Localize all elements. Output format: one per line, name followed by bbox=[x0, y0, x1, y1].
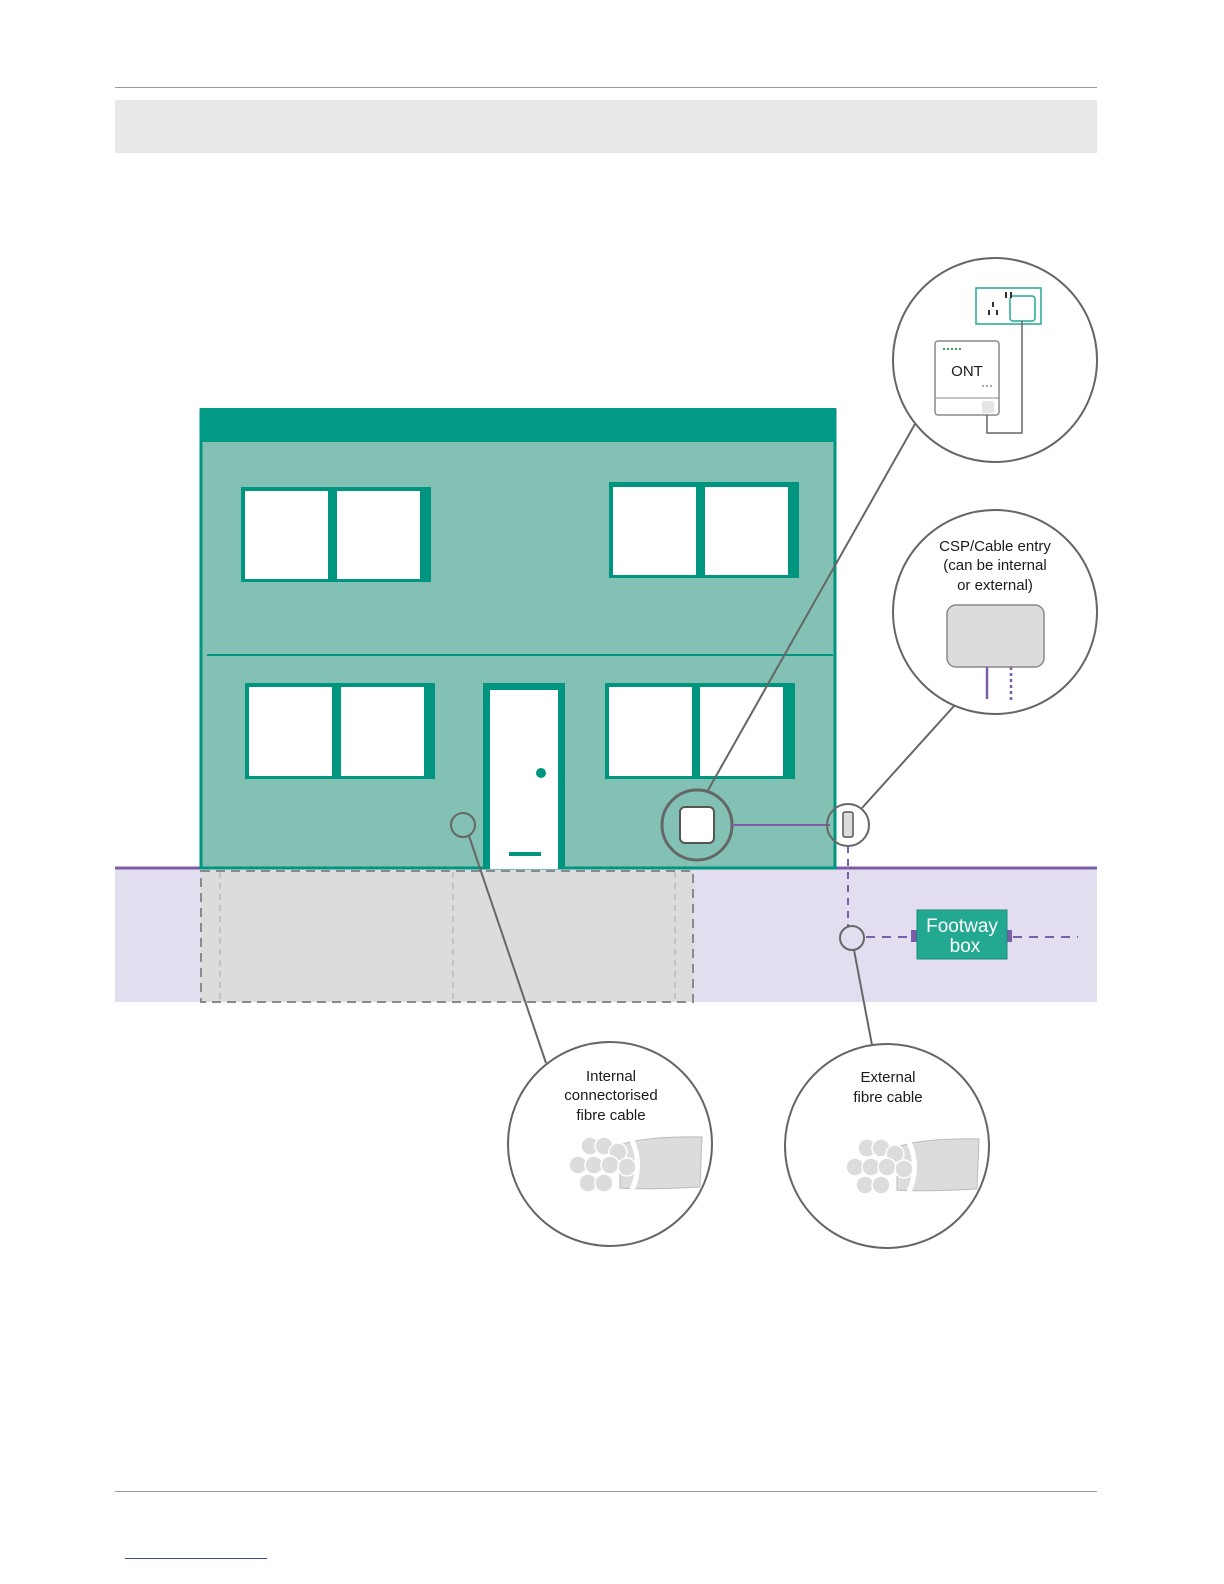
letterbox bbox=[509, 852, 541, 856]
window-lower-left bbox=[245, 683, 435, 779]
footer-link-underline[interactable] bbox=[125, 1558, 267, 1559]
ont-unit: ONT bbox=[935, 341, 999, 415]
callout-internal: Internal connectorised fibre cable bbox=[508, 1042, 712, 1246]
footway-box-line1: Footway bbox=[926, 916, 998, 937]
csp-line3: or external) bbox=[957, 577, 1033, 594]
csp-box bbox=[947, 605, 1044, 667]
house bbox=[200, 408, 836, 869]
callout-external: External fibre cable bbox=[785, 1044, 989, 1248]
window-upper-left bbox=[241, 487, 431, 582]
house-roof bbox=[200, 408, 836, 442]
internal-line1: Internal bbox=[586, 1068, 636, 1085]
footer-rule bbox=[115, 1491, 1097, 1492]
internal-line3: fibre cable bbox=[576, 1107, 645, 1124]
csp-line2: (can be internal bbox=[943, 557, 1046, 574]
window-lower-right bbox=[605, 683, 795, 779]
leader-csp bbox=[862, 706, 954, 808]
fibre-bundle-icon bbox=[846, 1139, 979, 1194]
footway-box: Footway box bbox=[911, 910, 1012, 959]
internal-line2: connectorised bbox=[564, 1087, 657, 1104]
callout-ont: ONT bbox=[893, 258, 1097, 462]
external-cable-marker bbox=[840, 926, 864, 950]
footway-box-line2: box bbox=[950, 936, 981, 957]
foundation bbox=[201, 871, 693, 1002]
callout-csp: CSP/Cable entry (can be internal or exte… bbox=[893, 510, 1097, 714]
ont-label: ONT bbox=[951, 363, 983, 380]
front-door bbox=[483, 683, 565, 869]
csp-line1: CSP/Cable entry bbox=[939, 538, 1051, 555]
window-upper-right bbox=[609, 482, 799, 578]
fibre-bundle-icon bbox=[569, 1137, 702, 1192]
door-knob bbox=[536, 768, 546, 778]
external-line2: fibre cable bbox=[853, 1089, 922, 1106]
external-line1: External bbox=[860, 1069, 915, 1086]
wall-socket bbox=[976, 288, 1041, 324]
